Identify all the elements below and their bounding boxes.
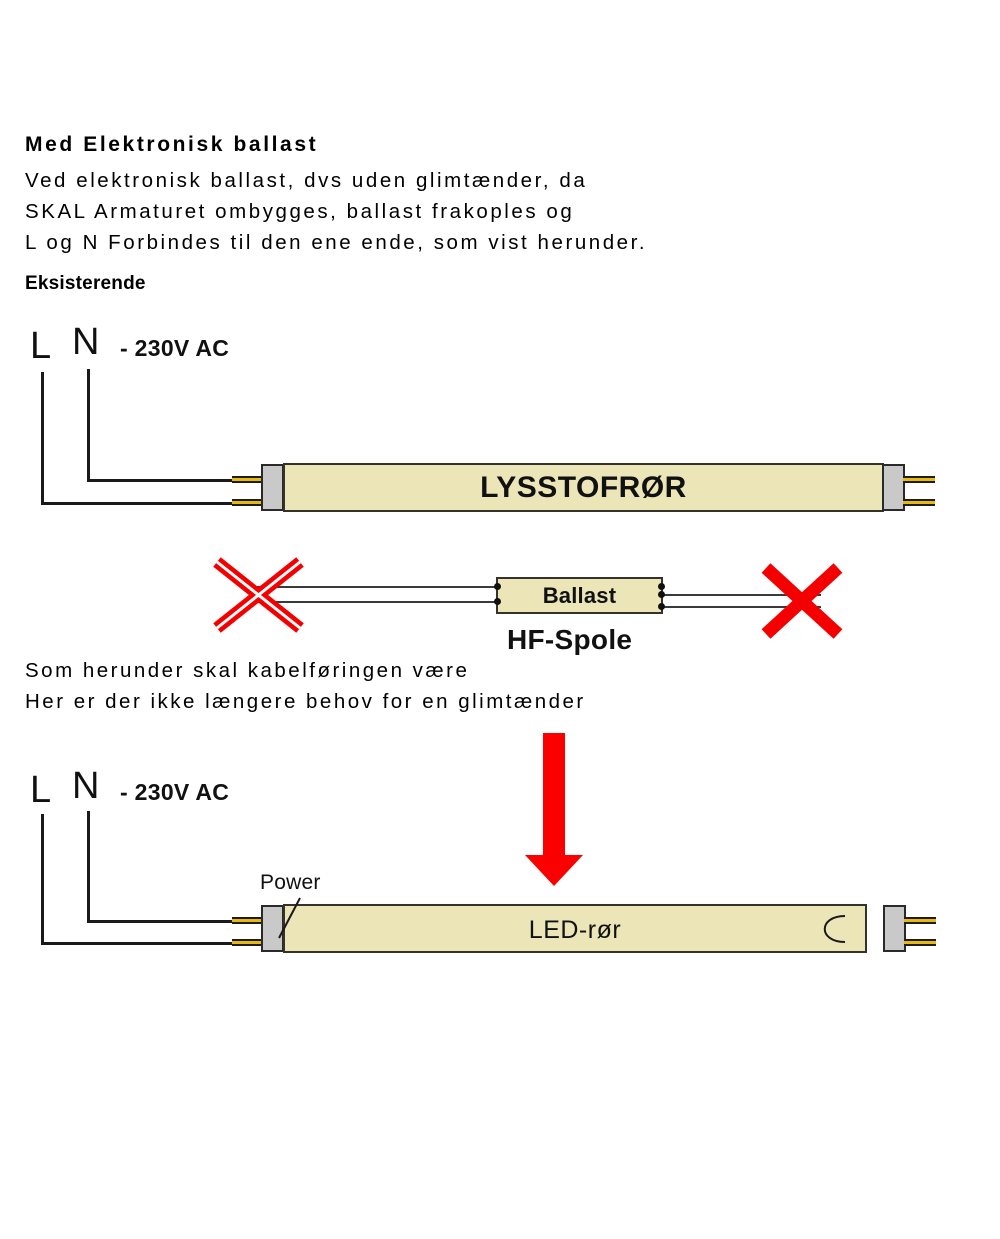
existing-supply-label: - 230V AC <box>120 335 230 361</box>
ballast-component: Ballast <box>496 577 663 614</box>
led-left-endcap <box>261 905 284 952</box>
fluorescent-right-pin-lower <box>903 499 935 506</box>
ballast-wire-right-lower <box>661 606 821 608</box>
ballast-wire-left-upper <box>255 586 499 588</box>
ballast-wire-right-upper <box>661 594 821 596</box>
ballast-terminal-dot-1 <box>494 583 501 590</box>
led-live-label: L <box>30 769 54 811</box>
intro-line-1: Ved elektronisk ballast, dvs uden glimtæ… <box>25 169 588 192</box>
led-tube-label: LED-rør <box>528 916 622 944</box>
existing-neutral-wire-horizontal <box>87 479 245 482</box>
down-arrow-icon <box>525 733 583 886</box>
fluorescent-left-endcap <box>261 464 284 511</box>
fluorescent-right-endcap <box>882 464 905 511</box>
existing-live-label: L <box>30 325 54 367</box>
led-left-pin-lower <box>232 939 264 946</box>
ballast-terminal-dot-5 <box>658 603 665 610</box>
led-right-pin-lower <box>904 939 936 946</box>
led-left-pin-upper <box>232 917 264 924</box>
fluorescent-right-pin-upper <box>903 476 935 483</box>
ballast-terminal-dot-2 <box>494 598 501 605</box>
power-label: Power <box>260 871 321 894</box>
section-heading-existing: Eksisterende <box>25 273 146 294</box>
led-neutral-wire-horizontal <box>87 920 245 923</box>
middle-paragraph: Som herunder skal kabelføringen være Her… <box>25 655 586 717</box>
ballast-label: Ballast <box>542 582 617 608</box>
led-live-wire-horizontal <box>41 942 245 945</box>
led-neutral-wire-vertical <box>87 811 90 923</box>
led-tube-body <box>283 904 867 953</box>
cross-mark-left-icon <box>213 557 304 633</box>
existing-neutral-label: N <box>72 321 102 363</box>
fluorescent-tube-body <box>283 463 884 512</box>
intro-paragraph: Ved elektronisk ballast, dvs uden glimtæ… <box>25 165 647 258</box>
fluorescent-left-pin-upper <box>232 476 264 483</box>
led-supply-label: - 230V AC <box>120 779 230 805</box>
led-right-pin-upper <box>904 917 936 924</box>
page-title: Med Elektronisk ballast <box>25 133 319 156</box>
led-right-endcap <box>883 905 906 952</box>
ballast-wire-left-lower <box>255 601 499 603</box>
intro-line-3: L og N Forbindes til den ene ende, som v… <box>25 231 648 254</box>
ballast-caption: HF-Spole <box>507 624 633 655</box>
middle-line-2: Her er der ikke længere behov for en gli… <box>25 690 586 713</box>
middle-line-1: Som herunder skal kabelføringen være <box>25 659 470 682</box>
led-neutral-label: N <box>72 765 102 807</box>
existing-live-wire-vertical <box>41 372 44 505</box>
fluorescent-tube-label: LYSSTOFRØR <box>480 471 687 504</box>
fluorescent-left-pin-lower <box>232 499 264 506</box>
ballast-terminal-dot-4 <box>658 591 665 598</box>
intro-line-2: SKAL Armaturet ombygges, ballast frakopl… <box>25 200 575 223</box>
led-live-wire-vertical <box>41 814 44 945</box>
existing-neutral-wire-vertical <box>87 369 90 482</box>
existing-live-wire-horizontal <box>41 502 245 505</box>
ballast-terminal-dot-3 <box>658 583 665 590</box>
cross-mark-right-icon <box>761 563 843 639</box>
